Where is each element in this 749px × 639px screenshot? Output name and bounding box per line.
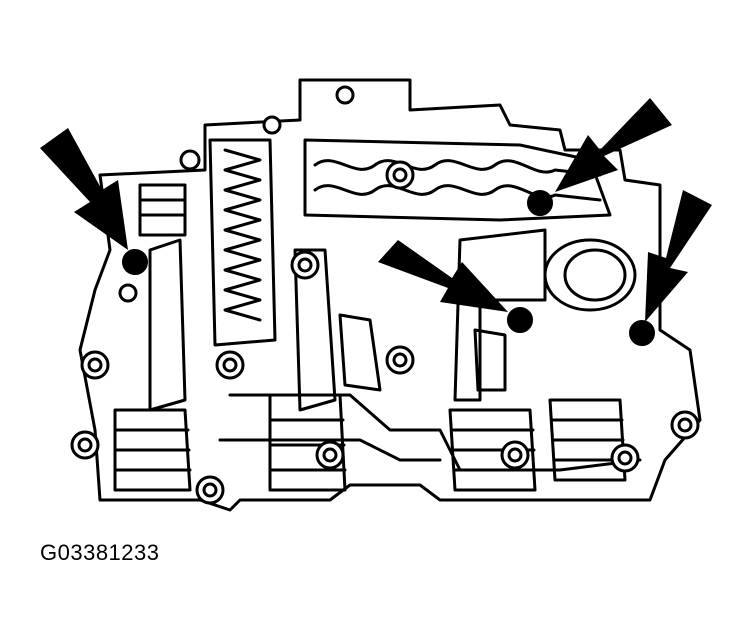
right-slot [473, 328, 507, 392]
bottom-stack-far-right [548, 398, 627, 482]
target-bolt-center [507, 307, 533, 333]
bottom-stack-left [113, 408, 192, 492]
housing-outline [78, 78, 702, 512]
callout-arrow-top-right [555, 98, 672, 192]
lower-channel [228, 393, 642, 472]
left-bore [148, 238, 187, 412]
callout-arrow-center [378, 240, 508, 312]
bottom-stack-mid [268, 393, 347, 492]
target-bolt-left [122, 249, 148, 275]
middle-bore [293, 248, 337, 412]
callout-arrow-left [40, 128, 128, 250]
solenoid-cap-ring [563, 248, 627, 302]
target-bolt-top-right [527, 190, 553, 216]
bolt [262, 115, 282, 135]
bolt-group [70, 85, 700, 505]
upper-channel-wave-2 [313, 184, 602, 202]
upper-channel-plate [303, 138, 612, 222]
bolt [118, 283, 138, 303]
bottom-stack-right [448, 408, 537, 492]
bolt [179, 149, 201, 171]
spring-coil [223, 148, 262, 322]
bolt [335, 85, 355, 105]
callout-arrow-far-right [645, 190, 712, 322]
middle-slot [338, 313, 382, 392]
figure-id-label: G03381233 [40, 540, 160, 565]
spring-housing [208, 138, 277, 347]
upper-channel-wave [313, 159, 602, 177]
solenoid-cap [543, 238, 637, 312]
lower-channel-2 [218, 438, 442, 462]
target-bolt-far-right [629, 320, 655, 346]
left-stack [138, 183, 187, 237]
